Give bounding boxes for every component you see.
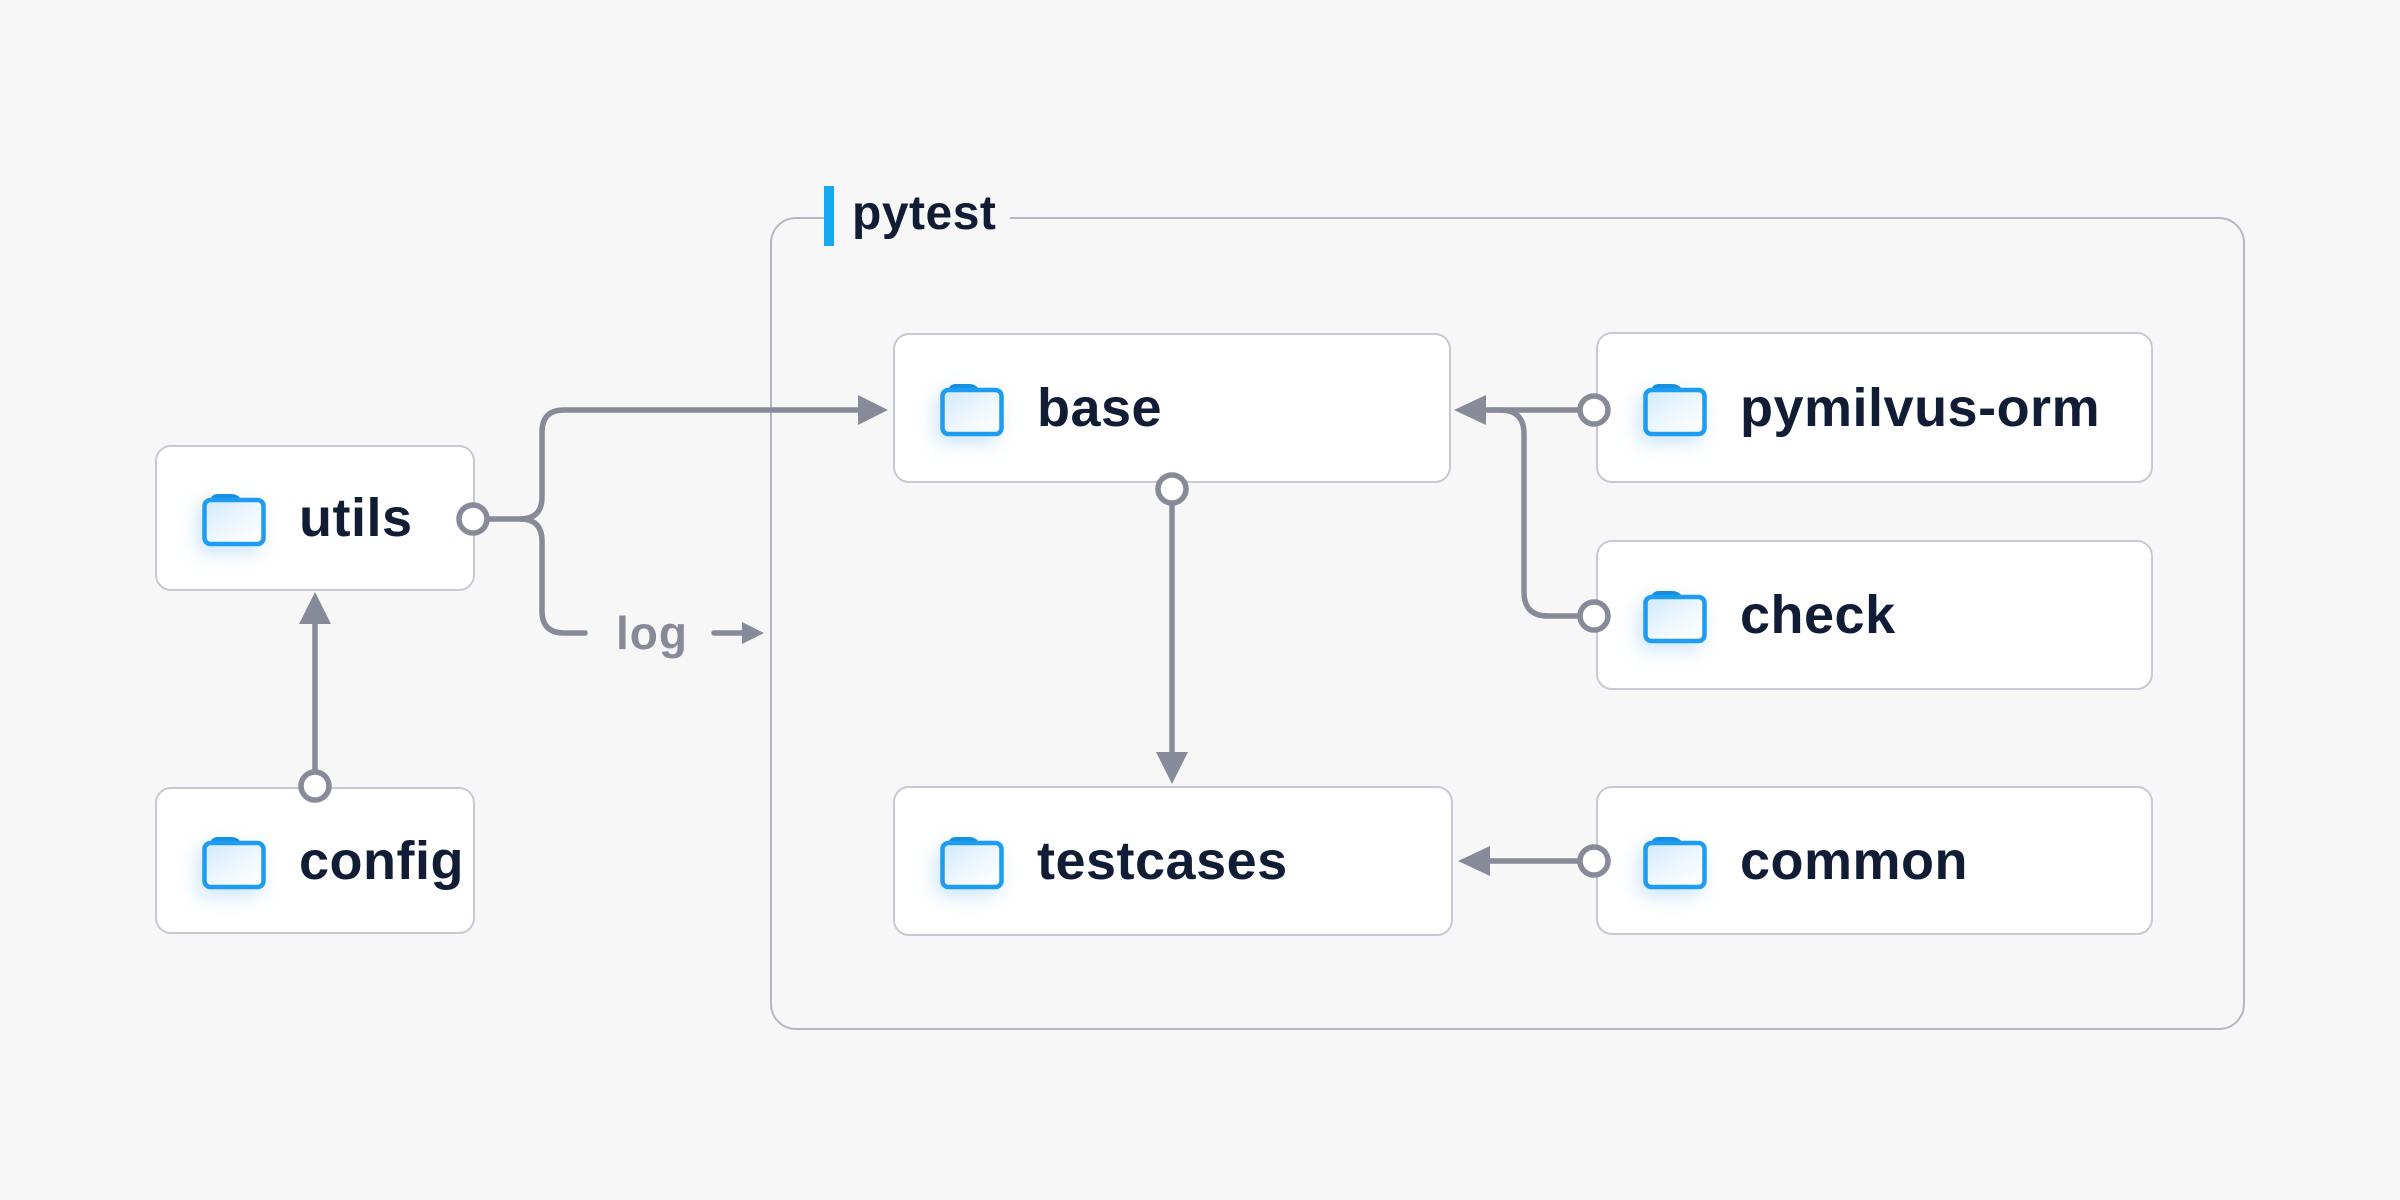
folder-icon [1642, 379, 1708, 437]
edge-config-to-utils [298, 592, 332, 803]
node-pymilvus-orm: pymilvus-orm [1596, 332, 2153, 483]
node-base: base [893, 333, 1451, 483]
folder-icon [201, 489, 267, 547]
node-label: common [1740, 830, 1969, 891]
pytest-group-box [770, 217, 2245, 1030]
node-label: pymilvus-orm [1740, 377, 2101, 438]
node-check: check [1596, 540, 2153, 690]
node-common: common [1596, 786, 2153, 935]
blue-accent-bar [824, 186, 834, 246]
folder-icon [1642, 832, 1708, 890]
folder-icon [201, 832, 267, 890]
node-config: config [155, 787, 475, 934]
log-edge-label: log [616, 607, 688, 659]
pytest-group-header: pytest [824, 186, 1011, 246]
node-testcases: testcases [893, 786, 1453, 936]
pytest-group-label: pytest [852, 187, 997, 240]
node-label: config [299, 830, 464, 891]
node-utils: utils [155, 445, 475, 591]
folder-icon [939, 379, 1005, 437]
node-label: utils [299, 488, 413, 548]
folder-icon [939, 832, 1005, 890]
node-label: base [1037, 378, 1163, 438]
node-label: testcases [1037, 831, 1288, 891]
folder-icon [1642, 586, 1708, 644]
node-label: check [1740, 585, 1896, 645]
